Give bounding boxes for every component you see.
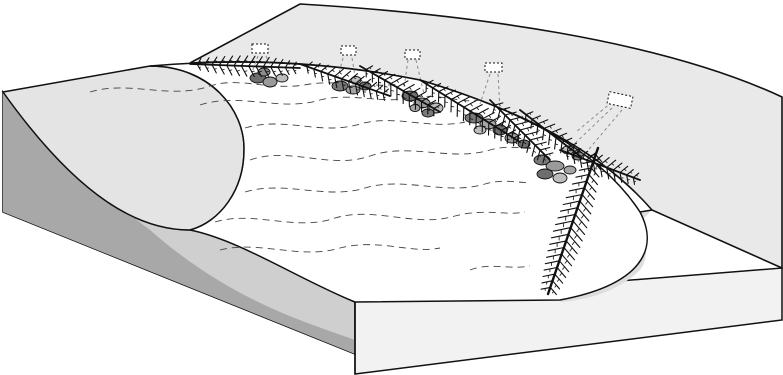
dashed-block-icon	[485, 63, 502, 72]
dashed-block-icon	[252, 44, 268, 53]
dashed-block-icon	[341, 46, 356, 55]
dashed-block-icon	[405, 50, 420, 59]
